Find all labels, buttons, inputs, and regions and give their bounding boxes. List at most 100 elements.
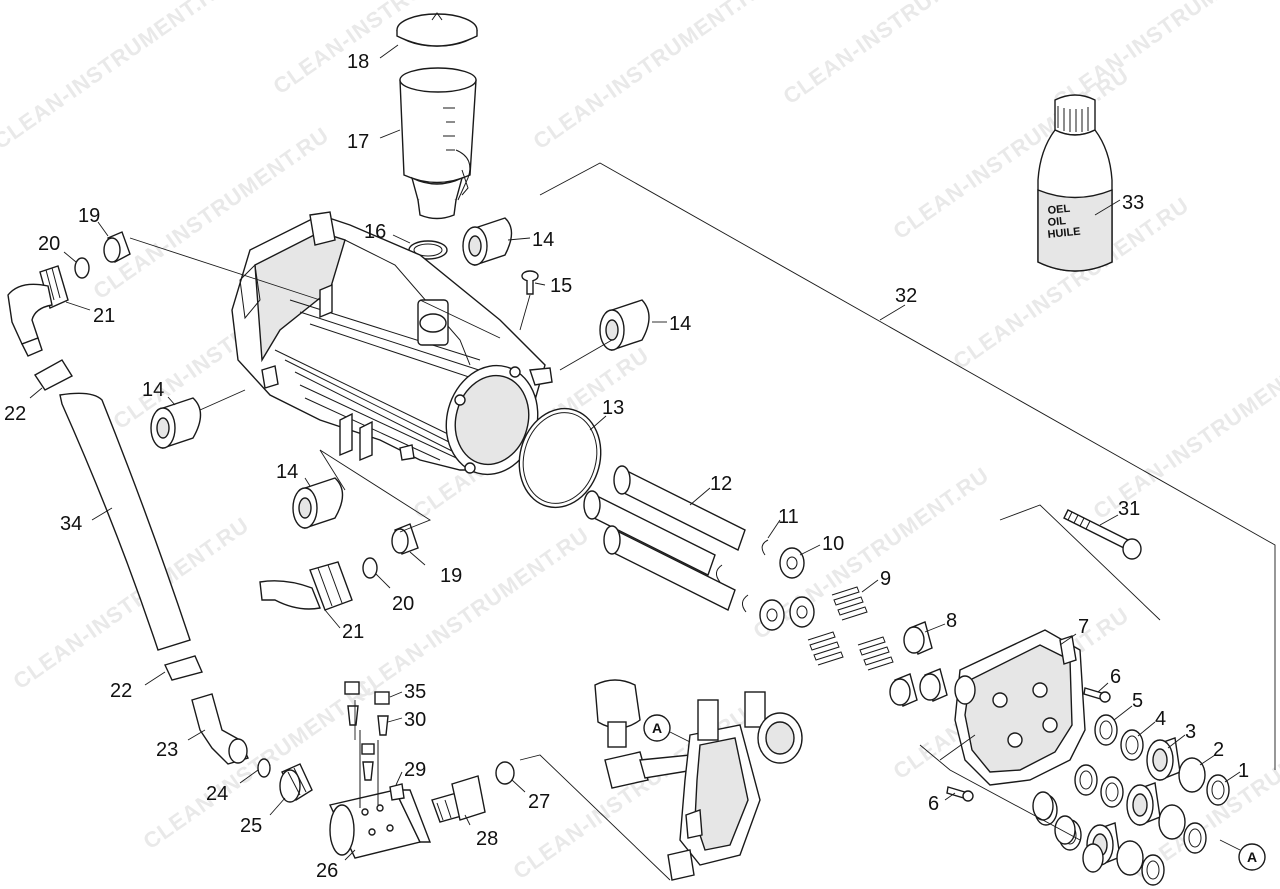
part-22-hose-clamp-upper	[33, 359, 73, 391]
part-29-plug	[361, 743, 405, 801]
callout-13: 13	[602, 397, 624, 419]
callout-10: 10	[822, 533, 844, 555]
callout-17: 17	[347, 131, 369, 153]
callout-26: 26	[316, 860, 338, 882]
part-19-plug-lower	[391, 523, 419, 555]
callout-21-upper: 21	[93, 305, 115, 327]
callout-2: 2	[1213, 739, 1224, 761]
svg-text:A: A	[652, 720, 662, 736]
watermark: CLEAN-INSTRUMENT.RU	[0, 0, 234, 154]
callout-11: 11	[778, 506, 799, 528]
callout-6-lower: 6	[928, 793, 939, 815]
callout-20-upper: 20	[38, 233, 60, 255]
callout-7: 7	[1078, 616, 1089, 638]
part-14-bearing-bottom	[292, 477, 344, 529]
callout-20-lower: 20	[392, 593, 414, 615]
part-28-screw-fitting	[431, 775, 486, 823]
part-3-valves	[1086, 737, 1181, 866]
callout-9: 9	[880, 568, 891, 590]
assembly-31-bracket	[999, 504, 1161, 621]
part-14-bearing-top	[462, 217, 513, 266]
callout-16: 16	[364, 221, 386, 243]
callout-5: 5	[1132, 690, 1143, 712]
callout-12: 12	[710, 473, 732, 495]
part-34-hose	[59, 392, 191, 651]
part-19-plug-upper	[103, 231, 131, 264]
part-14-bearing-right	[599, 299, 650, 351]
part-unloader-assembly	[594, 679, 803, 881]
part-25-union-nut	[279, 763, 313, 803]
part-22-hose-clamp-lower	[164, 655, 203, 681]
part-14-bearing-left	[150, 397, 202, 449]
part-27-o-ring	[495, 761, 515, 785]
callout-29: 29	[404, 759, 426, 781]
part-6-bolt-upper	[1083, 687, 1111, 703]
part-31-long-bolt	[1063, 509, 1142, 560]
part-6-bolt-lower	[946, 786, 974, 802]
part-26-distributor-block	[328, 730, 432, 859]
assembly-32-bracket	[539, 162, 1276, 770]
part-18-cap	[396, 12, 478, 47]
part-30-nipple	[347, 705, 389, 736]
reference-marker-a-upper: A	[643, 714, 691, 743]
part-13-o-ring	[518, 407, 602, 509]
part-1-washers	[1141, 774, 1230, 886]
svg-text:A: A	[1247, 849, 1257, 865]
callout-30: 30	[404, 709, 426, 731]
part-12-pistons	[583, 465, 746, 611]
part-20-o-ring-upper	[74, 257, 90, 279]
leader-lines	[129, 237, 1081, 881]
callout-21-lower: 21	[342, 621, 364, 643]
watermark: CLEAN-INSTRUMENT.RU	[349, 522, 594, 704]
reference-marker-a-lower: A	[1219, 839, 1266, 871]
callout-8: 8	[946, 610, 957, 632]
part-21-elbow-fitting-upper	[7, 265, 69, 357]
part-10-washers	[759, 547, 815, 631]
callout-35: 35	[404, 681, 426, 703]
callout-18: 18	[347, 51, 369, 73]
watermark: CLEAN-INSTRUMENT.RU	[1089, 342, 1280, 524]
part-20-o-ring-lower	[362, 557, 378, 579]
part-stacked-seals	[1032, 791, 1104, 873]
part-35-cap	[344, 681, 390, 705]
part-5-seals	[1034, 714, 1118, 826]
watermark: CLEAN-INSTRUMENT.RU	[779, 0, 1024, 109]
part-8-seal-retainer	[889, 621, 948, 707]
bottle-label-line-2: OIL	[1047, 215, 1067, 229]
callout-23: 23	[156, 739, 178, 761]
callout-19-lower: 19	[440, 565, 462, 587]
callout-28: 28	[476, 828, 498, 850]
part-24-o-ring	[257, 758, 271, 778]
part-15-screw	[521, 270, 539, 295]
callout-32: 32	[895, 285, 917, 307]
callout-22-lower: 22	[110, 680, 132, 702]
part-17-oil-reservoir	[399, 67, 477, 220]
callout-14-bottom: 14	[276, 461, 298, 483]
callout-14-right: 14	[669, 313, 691, 335]
part-21-elbow-fitting-lower	[259, 561, 353, 611]
callout-labels: 1 2 3 4 5 6 6 7 8 9 10 11 12 13 14 14 14…	[4, 44, 1249, 882]
part-9-springs	[807, 586, 894, 671]
callout-22-upper: 22	[4, 403, 26, 425]
callout-4: 4	[1155, 708, 1166, 730]
watermark: CLEAN-INSTRUMENT.RU	[529, 0, 774, 154]
callout-24: 24	[206, 783, 228, 805]
callout-1: 1	[1238, 760, 1249, 782]
bottle-label-line-3: HUILE	[1047, 226, 1081, 241]
part-11-retaining-rings	[716, 539, 769, 613]
callout-6-upper: 6	[1110, 666, 1121, 688]
part-7-cylinder-head	[954, 629, 1086, 786]
callout-25: 25	[240, 815, 262, 837]
part-33-oil-bottle: OEL OIL HUILE	[1037, 94, 1113, 272]
part-2-o-rings	[1116, 757, 1206, 876]
bottle-label-line-1: OEL	[1047, 203, 1071, 217]
callout-15: 15	[550, 275, 572, 297]
callout-14-left: 14	[142, 379, 164, 401]
callout-33: 33	[1122, 192, 1144, 214]
callout-3: 3	[1185, 721, 1196, 743]
callout-34: 34	[60, 513, 82, 535]
callout-14-top: 14	[532, 229, 554, 251]
callout-19-upper: 19	[78, 205, 100, 227]
